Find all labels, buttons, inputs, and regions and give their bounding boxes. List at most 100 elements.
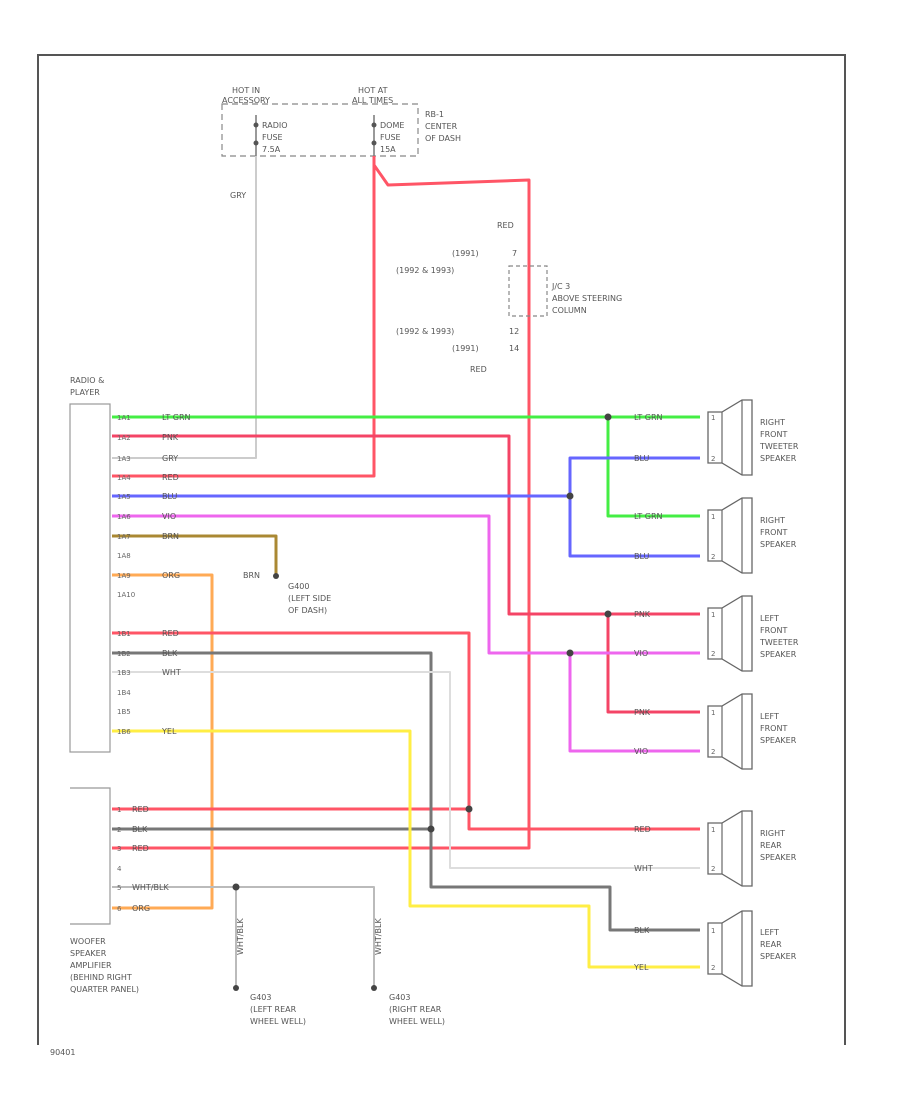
wire-blu-branch [568,456,700,496]
label-wht-blk-g2: WHT/BLK [374,918,383,955]
wire-gry-power [112,156,257,459]
junction-connector-3: (1991) 7 (1992 & 1993) J/C 3 ABOVE STEER… [396,249,622,353]
rr-pin-1: 1 [711,826,715,834]
wire-blk-main [112,651,700,932]
radio-player: RADIO & PLAYER 1A1 1A2 1A3 1A4 1A5 1A6 1… [69,376,135,753]
footer-code: 90401 [50,1048,75,1057]
radio-pin-1a4: 1A4 [117,474,131,482]
speaker-left-rear: 1 2 LEFT REAR SPEAKER [707,910,797,987]
rr-name-3: SPEAKER [760,853,797,862]
lf-name-3: SPEAKER [760,736,797,745]
rft-name-3: TWEETER [759,442,799,451]
label-wht-1b3: WHT [162,668,181,677]
rft-pin-2: 2 [711,455,715,463]
label-vio-1a6: VIO [162,512,176,521]
jc-year4-pin: 14 [509,344,519,353]
jc-year4-label: (1991) [452,344,479,353]
wire-wht [112,671,700,869]
label-yel-1b6: YEL [161,727,177,736]
lr-pin-1: 1 [711,927,715,935]
wire-pnk-main [112,434,700,616]
speaker-right-rear: 1 2 RIGHT REAR SPEAKER [707,810,797,887]
wire-red-jc3 [112,164,531,850]
label-red-1b1: RED [162,629,179,638]
radio-title-line-2: PLAYER [70,388,100,397]
amp-pin-4: 4 [117,865,122,873]
jc-name-line-1: J/C 3 [551,282,570,291]
wire-org [112,573,214,910]
wire-red-radio-power [112,156,376,478]
wire-lt-grn-branch [606,417,700,518]
g400-name-line-1: G400 [288,582,309,591]
rft-name-4: SPEAKER [760,454,797,463]
radio-fuse-line-2: FUSE [262,133,283,142]
lr-name-1: LEFT [760,928,779,937]
label-vio-lft: VIO [634,649,648,658]
g-right-rear-line-1: G403 [389,993,410,1002]
label-red-1a4: RED [162,473,179,482]
rf-name-1: RIGHT [760,516,785,525]
amp-pin-2: 2 [117,826,121,834]
speaker-left-front-tweeter: 1 2 LEFT FRONT TWEETER SPEAKER [707,595,799,672]
amp-name-line-2: SPEAKER [70,949,107,958]
g-left-rear-line-1: G403 [250,993,271,1002]
dome-fuse-line-1: DOME [380,121,404,130]
fuse-location-line-2: CENTER [425,122,458,131]
lft-pin-1: 1 [711,611,715,619]
radio-fuse-line-3: 7.5A [262,145,281,154]
rf-name-3: SPEAKER [760,540,797,549]
label-pnk-lft: PNK [634,610,651,619]
ground-g400: BRN G400 (LEFT SIDE OF DASH) [243,571,331,615]
rft-pin-1: 1 [711,414,715,422]
label-red-amp1: RED [132,805,149,814]
wires [112,156,700,986]
label-blu-rft: BLU [634,454,650,463]
label-pnk-1a2: PNK [162,433,179,442]
wire-pnk-branch [606,614,700,714]
label-pnk-lf: PNK [634,708,651,717]
radio-pin-1a2: 1A2 [117,434,131,442]
rft-name-2: FRONT [760,430,787,439]
wire-blu-main [112,494,700,558]
speaker-left-front: 1 2 LEFT FRONT SPEAKER [707,693,797,770]
lr-name-3: SPEAKER [760,952,797,961]
g400-name-line-2: (LEFT SIDE [288,594,331,603]
fuse-location-line-3: OF DASH [425,134,461,143]
radio-pin-1a9: 1A9 [117,572,131,580]
label-lt-grn-1a1: LT GRN [162,413,191,422]
jc-name-line-3: COLUMN [552,306,587,315]
rr-pin-2: 2 [711,865,715,873]
ground-right-rear: G403 (RIGHT REAR WHEEL WELL) [389,993,445,1026]
jc-year2-label: (1992 & 1993) [396,266,454,275]
radio-pin-1a6: 1A6 [117,513,131,521]
fuse-location-line-1: RB-1 [425,110,444,119]
hot-at-label: HOT AT [358,86,388,95]
label-blu-1a5: BLU [162,492,178,501]
amp-name-line-5: QUARTER PANEL) [70,985,139,994]
radio-pin-1b6: 1B6 [117,728,131,736]
jc-year3-label: (1992 & 1993) [396,327,454,336]
label-blk-1b2: BLK [162,649,178,658]
radio-pin-1b4: 1B4 [117,689,131,697]
wire-labels: GRY RED RED LT GRN PNK GRY RED BLU VIO B… [132,191,663,972]
label-yel-lr: YEL [633,963,649,972]
splice-points [232,413,612,991]
radio-pin-1a3: 1A3 [117,455,131,463]
g-right-rear-line-3: WHEEL WELL) [389,1017,445,1026]
speaker-right-front-tweeter: 1 2 RIGHT FRONT TWEETER SPEAKER [707,399,799,476]
amp-pin-5: 5 [117,884,121,892]
rf-pin-1: 1 [711,513,715,521]
label-gry-1a3: GRY [162,454,178,463]
lft-name-2: FRONT [760,626,787,635]
label-wht-blk-amp5: WHT/BLK [132,883,169,892]
wire-vio-main [112,514,700,655]
rr-name-1: RIGHT [760,829,785,838]
amp-name-line-3: AMPLIFIER [70,961,112,970]
g-left-rear-line-3: WHEEL WELL) [250,1017,306,1026]
lft-name-4: SPEAKER [760,650,797,659]
dome-fuse-line-3: 15A [380,145,396,154]
label-red-rr: RED [634,825,651,834]
label-wht-blk-g1: WHT/BLK [236,918,245,955]
radio-pin-1b5: 1B5 [117,708,131,716]
jc-name-line-2: ABOVE STEERING [552,294,622,303]
